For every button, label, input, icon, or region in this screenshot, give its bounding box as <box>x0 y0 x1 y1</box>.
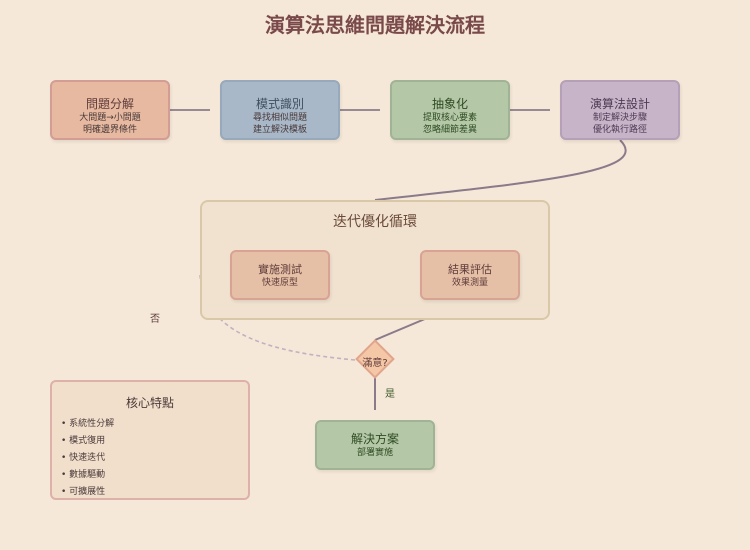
step-line: 提取核心要素 <box>422 113 477 123</box>
step-title: 抽象化 <box>431 97 468 111</box>
core-features-panel: 核心特點 系統性分解 模式復用 快速迭代 數據驅動 可擴展性 <box>50 380 250 500</box>
step-title: 問題分解 <box>85 97 134 111</box>
loop-node-test: 實施測試 快速原型 <box>230 250 330 300</box>
decision-no-label: 否 <box>150 314 160 325</box>
features-title: 核心特點 <box>125 396 174 410</box>
feature-item: 數據驅動 <box>61 467 248 484</box>
solution-title: 解決方案 <box>350 432 399 446</box>
dashed-no-path <box>199 274 356 361</box>
feature-item: 模式復用 <box>61 433 248 450</box>
loop-node-evaluation: 結果評估 效果測量 <box>420 250 520 300</box>
step-algorithm-design: 演算法設計 制定解決步驟 優化執行路徑 <box>560 80 680 140</box>
loop-node-sub: 快速原型 <box>261 278 298 288</box>
step-line: 建立解決模板 <box>252 125 307 135</box>
step-line: 制定解決步驟 <box>592 113 647 123</box>
step-line: 優化執行路徑 <box>592 125 647 135</box>
loop-node-sub: 效果測量 <box>451 278 488 288</box>
loop-node-title: 結果評估 <box>448 263 492 276</box>
features-list: 系統性分解 模式復用 快速迭代 數據驅動 可擴展性 <box>52 416 248 501</box>
step-problem-decomposition: 問題分解 大問題→小問題 明確邊界條件 <box>50 80 170 140</box>
feature-item: 系統性分解 <box>61 416 248 433</box>
feature-item: 可擴展性 <box>61 484 248 501</box>
diagram-title: 演算法思維問題解決流程 <box>265 13 485 37</box>
step-line: 尋找相似問題 <box>252 113 307 123</box>
feature-item: 快速迭代 <box>61 450 248 467</box>
step-line: 大問題→小問題 <box>79 113 141 123</box>
step-abstraction: 抽象化 提取核心要素 忽略細節差異 <box>390 80 510 140</box>
step-line: 明確邊界條件 <box>82 125 137 135</box>
step-title: 模式識別 <box>255 97 304 111</box>
loop-title: 迭代優化循環 <box>333 214 417 230</box>
decision-yes-label: 是 <box>385 389 395 400</box>
solution-sub: 部署實施 <box>356 448 393 458</box>
loop-node-title: 實施測試 <box>258 263 302 276</box>
step-pattern-recognition: 模式識別 尋找相似問題 建立解決模板 <box>220 80 340 140</box>
decision-label: 滿意? <box>362 358 388 369</box>
step-line: 忽略細節差異 <box>422 125 477 135</box>
connector-step4-loop <box>374 139 627 201</box>
solution-node: 解決方案 部署實施 <box>315 420 435 470</box>
step-title: 演算法設計 <box>589 97 650 111</box>
